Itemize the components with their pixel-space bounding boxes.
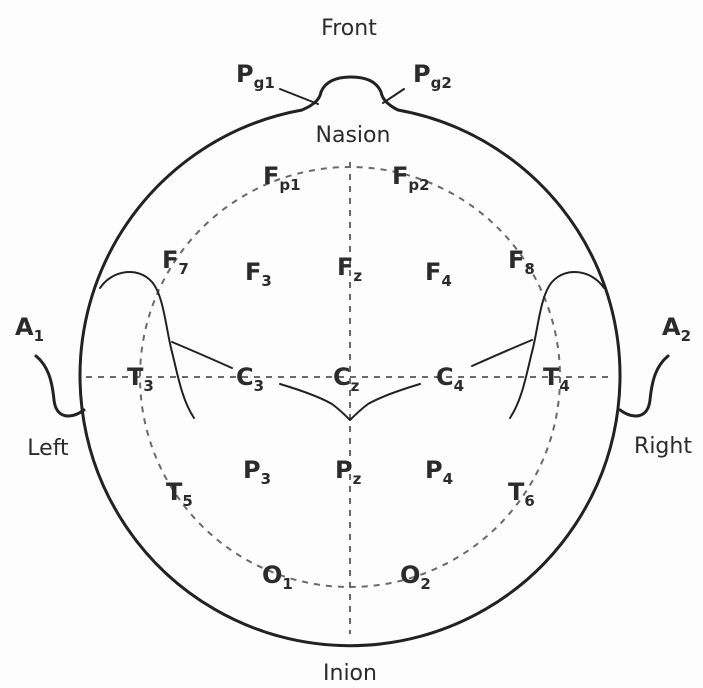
- electrode-cz: Cz: [333, 363, 360, 395]
- electrode-t5: T5: [166, 478, 193, 510]
- inion-label: Inion: [323, 661, 377, 686]
- electrode-pz: Pz: [335, 456, 362, 488]
- pg1-leader-line: [279, 88, 319, 105]
- left-brow-line: [171, 341, 233, 369]
- electrode-o1: O1: [262, 561, 293, 593]
- electrode-c4: C4: [436, 363, 464, 395]
- electrode-a1: A1: [15, 313, 44, 345]
- electrode-fp2: Fp2: [392, 162, 430, 194]
- right-label: Right: [634, 434, 692, 459]
- left-ear-outline: [34, 354, 86, 418]
- electrode-p4: P4: [425, 456, 453, 488]
- electrode-o2: O2: [400, 561, 431, 593]
- central-brow-curve: [279, 383, 421, 421]
- electrode-fp1: Fp1: [263, 162, 301, 194]
- electrode-t4: T4: [543, 363, 570, 395]
- electrode-fz: Fz: [337, 253, 362, 285]
- electrode-t3: T3: [127, 363, 154, 395]
- electrode-t6: T6: [508, 478, 535, 510]
- pg2-leader-line: [382, 88, 405, 104]
- electrode-f4: F4: [425, 258, 452, 290]
- left-temporal-curve: [99, 270, 195, 419]
- electrode-f3: F3: [245, 258, 272, 290]
- electrode-p3: P3: [243, 456, 271, 488]
- right-temporal-curve: [509, 270, 605, 419]
- right-brow-line: [471, 339, 533, 367]
- nasion-label: Nasion: [316, 123, 391, 148]
- electrode-a2: A2: [662, 313, 691, 345]
- electrode-f8: F8: [508, 246, 535, 278]
- electrode-pg2: Pg2: [413, 60, 452, 92]
- right-ear-outline: [618, 354, 670, 418]
- electrode-f7: F7: [162, 246, 189, 278]
- left-label: Left: [27, 436, 69, 461]
- electrode-pg1: Pg1: [236, 60, 275, 92]
- electrode-c3: C3: [236, 363, 264, 395]
- head-outline: [78, 75, 622, 648]
- front-label: Front: [321, 16, 377, 41]
